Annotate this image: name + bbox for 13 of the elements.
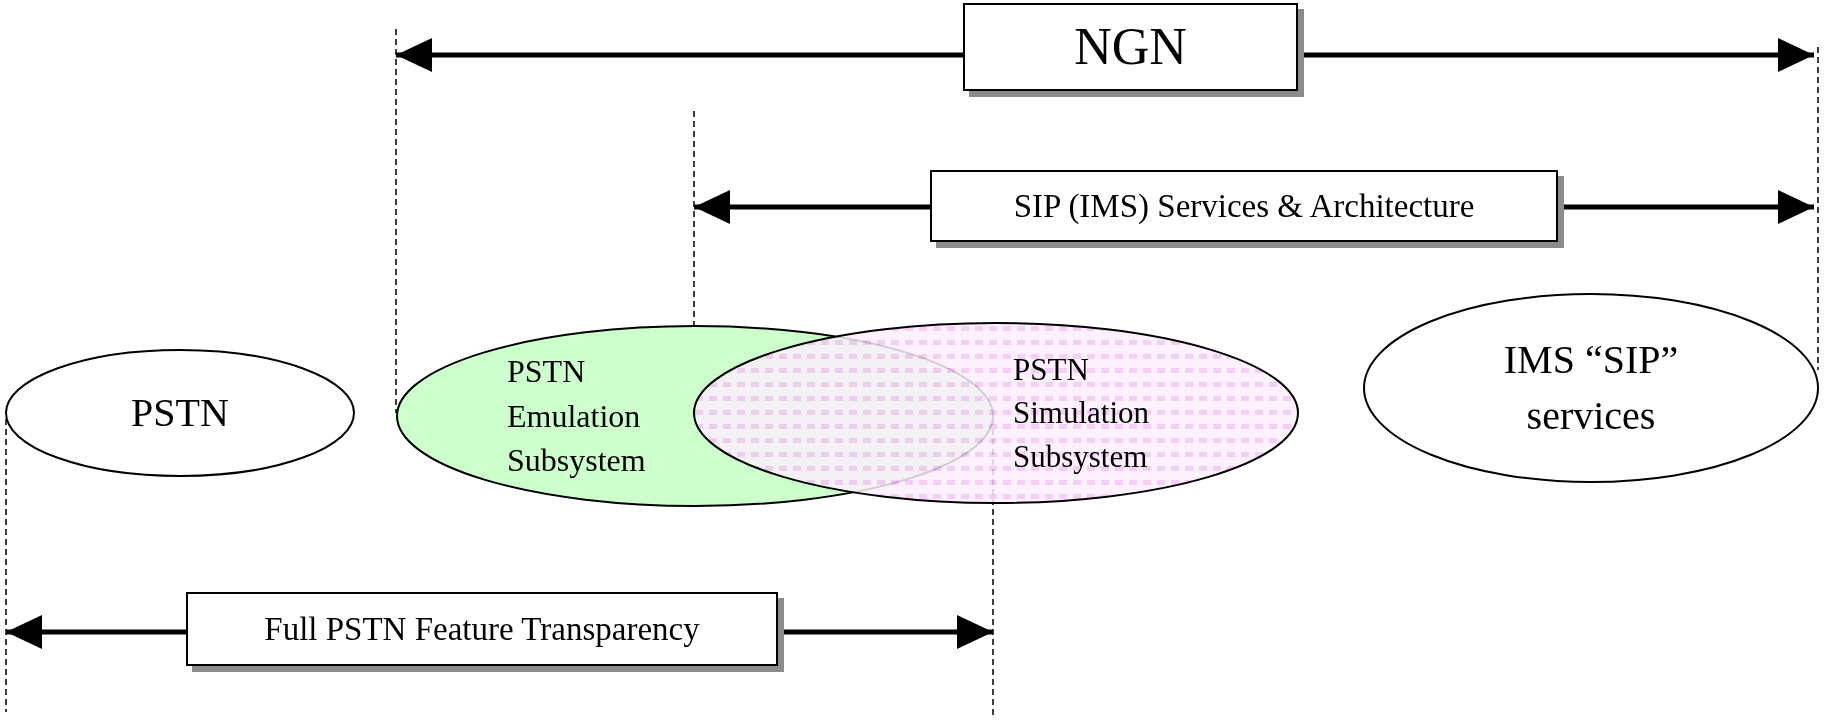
- node-label: IMS “SIP” services: [1502, 336, 1680, 440]
- node-label: SIP (IMS) Services & Architecture: [1013, 187, 1475, 225]
- arrow: [6, 615, 186, 649]
- node-label: PSTN Emulation Subsystem: [507, 351, 647, 481]
- arrow: [396, 38, 963, 72]
- ellipse-node: [1363, 293, 1819, 483]
- node-label: Full PSTN Feature Transparency: [264, 610, 700, 648]
- node-label: NGN: [1074, 18, 1187, 76]
- node-label: PSTN Simulation Subsystem: [1013, 350, 1151, 476]
- node-label: PSTN: [131, 389, 229, 437]
- ellipse-node: [693, 322, 1299, 504]
- ellipse-node: [5, 349, 355, 477]
- arrow: [694, 190, 930, 224]
